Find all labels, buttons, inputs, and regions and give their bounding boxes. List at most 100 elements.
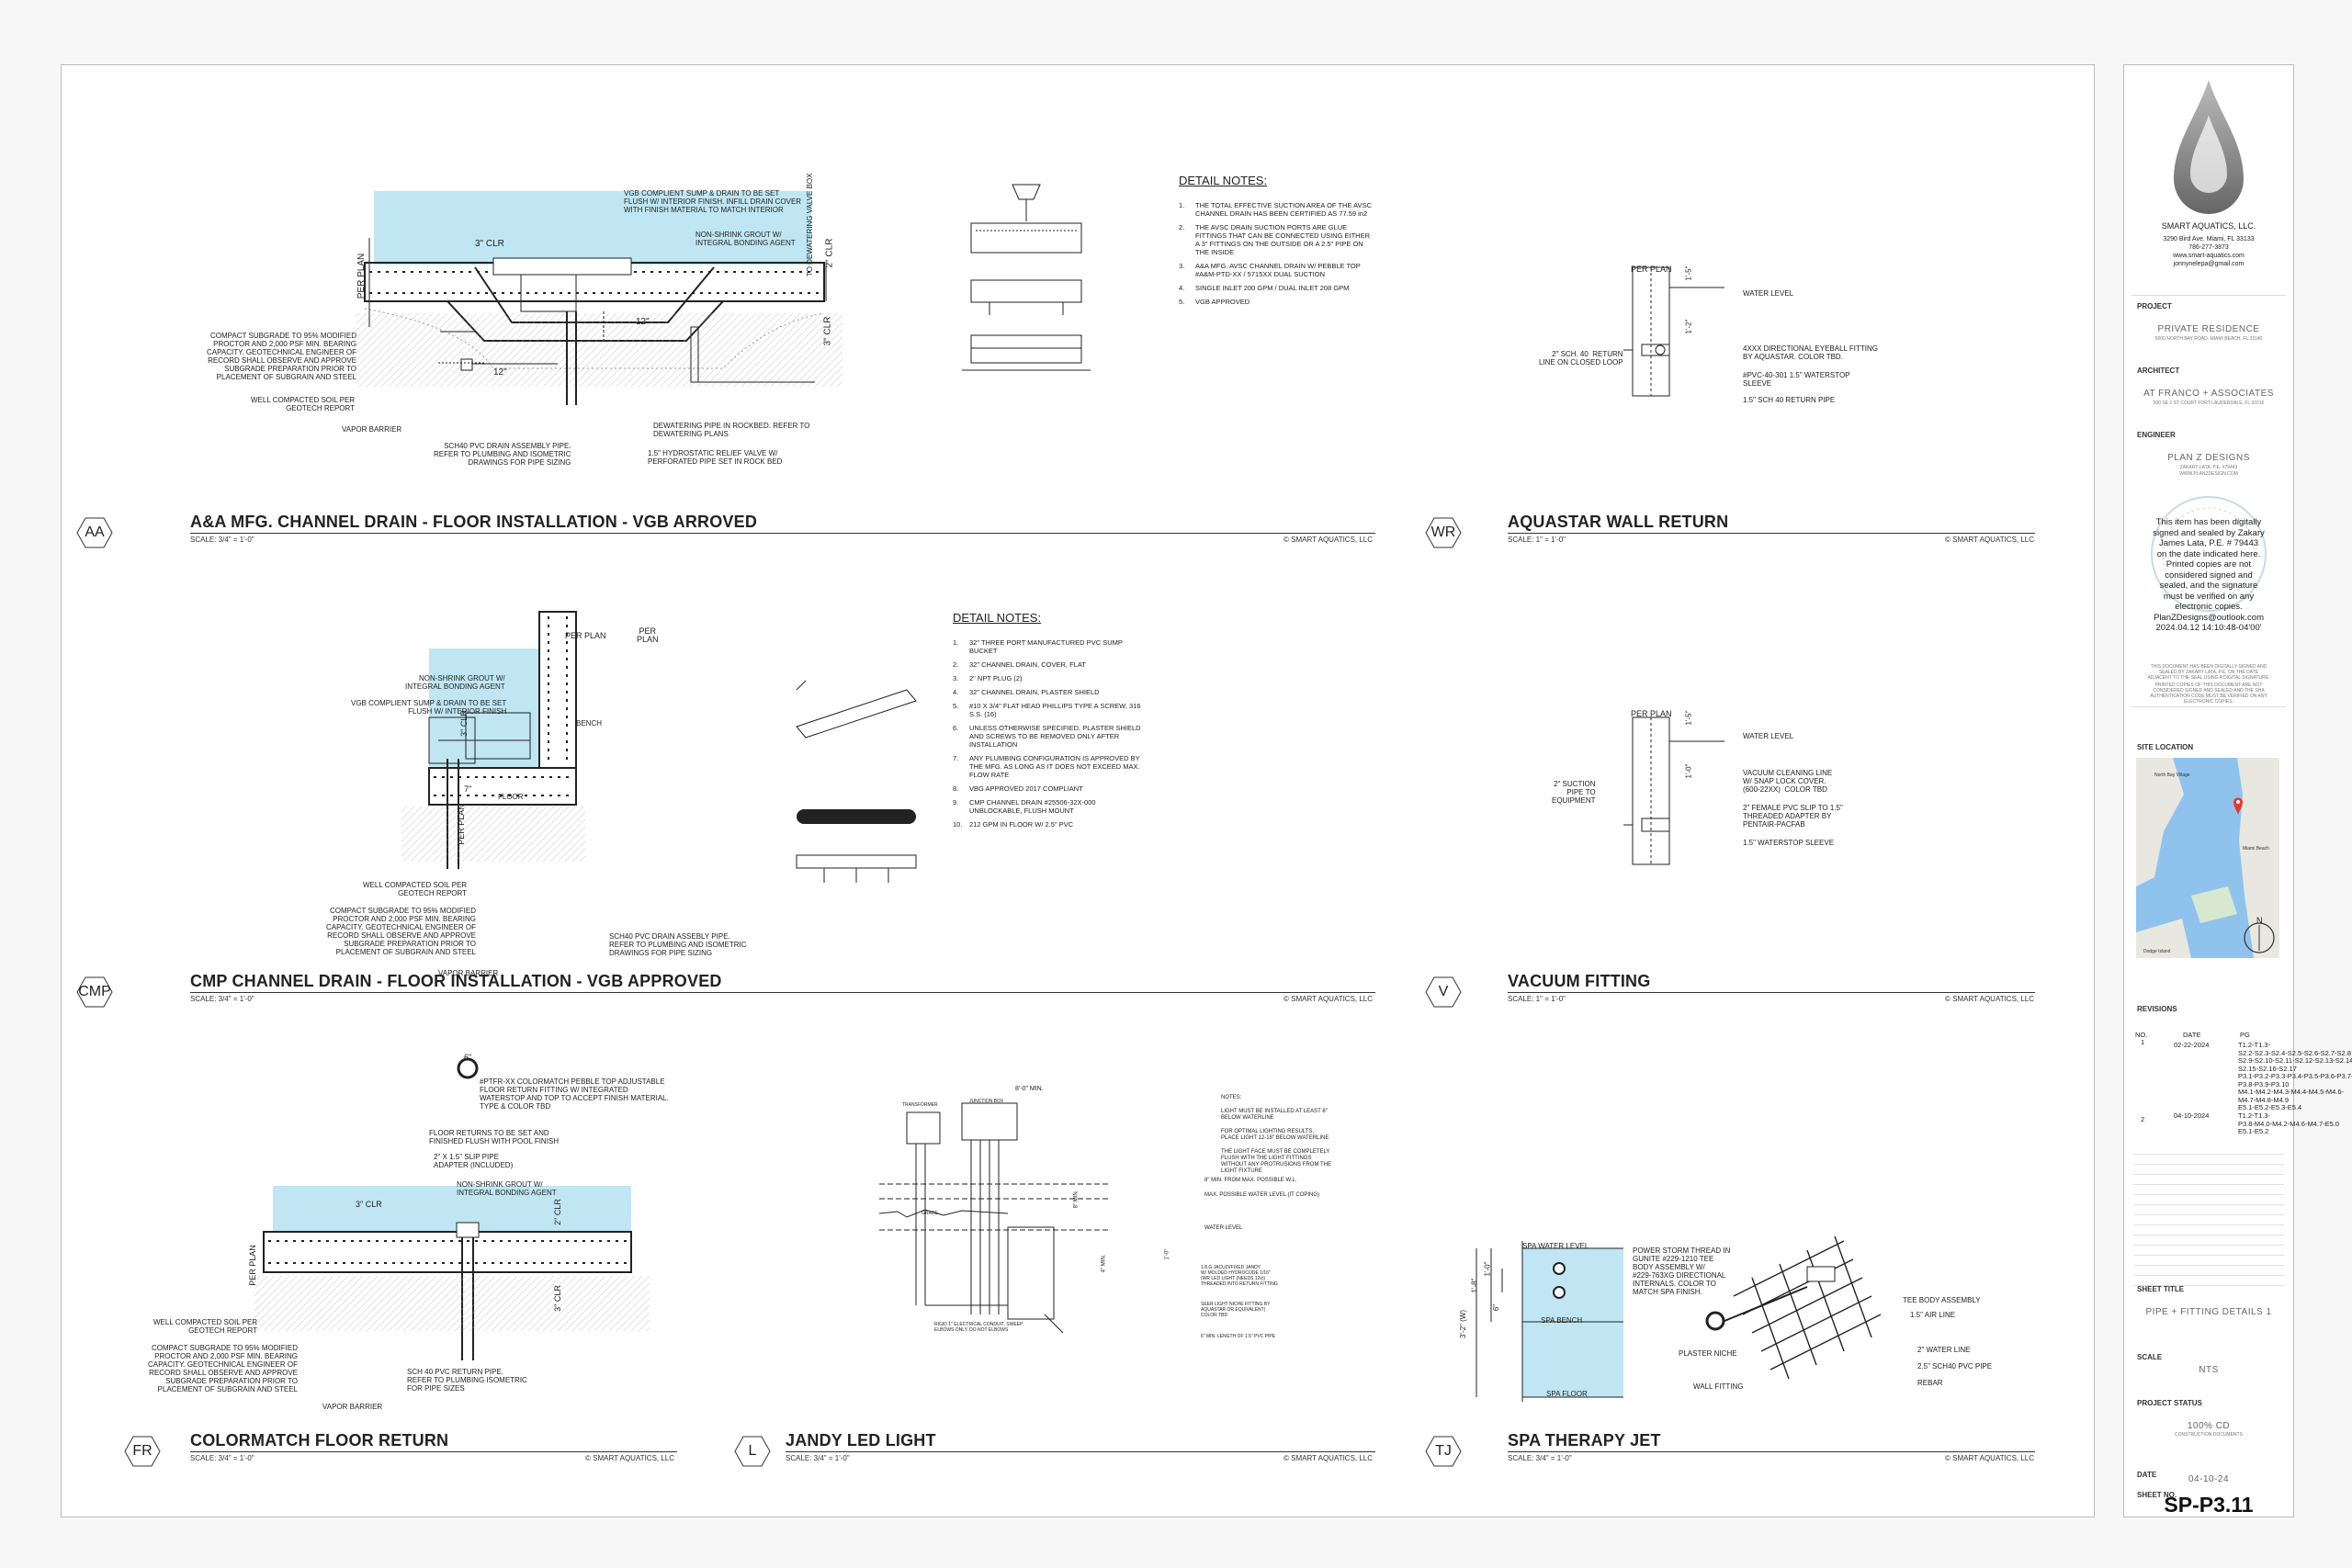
cmp-notes-heading: DETAIL NOTES:	[953, 611, 1042, 625]
note-text: ANY PLUMBING CONFIGURATION IS APPROVED B…	[969, 754, 1140, 779]
note-text: VGB APPROVED	[1195, 298, 1250, 306]
aa-scale: SCALE: 3/4" = 1'-0"	[190, 536, 254, 544]
fr-copyright: © SMART AQUATICS, LLC	[585, 1454, 675, 1462]
sheet-scale: NTS	[2199, 1365, 2219, 1375]
wr-dim2: 1'-2"	[1684, 319, 1693, 334]
note-text: CMP CHANNEL DRAIN #25506-32X-000 UNBLOCK…	[969, 798, 1096, 815]
engineer-license: ZAKARY LATA, P.E. #79443	[2179, 465, 2238, 470]
note-text: UNLESS OTHERWISE SPECIFIED, PLASTER SHIE…	[969, 724, 1141, 749]
map-label-miami-beach: Miami Beach	[2243, 846, 2269, 852]
revision-row	[2133, 1205, 2284, 1215]
rev-2-date: 04-10-2024	[2174, 1111, 2210, 1120]
sheet-title: PIPE + FITTING DETAILS 1	[2145, 1307, 2272, 1317]
aa-dim12b-label: 12"	[493, 367, 507, 378]
project-status: 100% CD	[2187, 1421, 2231, 1431]
v-detail-marker: V	[1438, 984, 1449, 999]
aa-detail-title: A&A MFG. CHANNEL DRAIN - FLOOR INSTALLAT…	[190, 513, 758, 531]
note-text: #10 X 3/4" FLAT HEAD PHILLIPS TYPE A SCR…	[969, 702, 1141, 718]
sheet-title-heading: SHEET TITLE	[2137, 1285, 2185, 1293]
l-maxwater-label: MAX. POSSIBLE WATER LEVEL (IT COPING)	[1204, 1192, 1320, 1198]
cmp-bench-label: BENCH	[576, 719, 603, 728]
v-scale: SCALE: 1" = 1'-0"	[1508, 995, 1566, 1003]
revision-row	[2133, 1266, 2284, 1276]
l-note-2: FOR OPTIMAL LIGHTING RESULTS, PLACE LIGH…	[1221, 1129, 1329, 1141]
architect-heading: ARCHITECT	[2137, 367, 2180, 375]
rev-1-no: 1	[2141, 1038, 2145, 1046]
architect-name: AT FRANCO + ASSOCIATES	[2143, 389, 2274, 399]
l-conduit-label: RIGID 1" ELECTRICAL CONDUIT. SWEEP ELBOW…	[934, 1322, 1023, 1333]
v-vacuum-label: VACUUM CLEANING LINE W/ SNAP LOCK COVER.…	[1743, 769, 1833, 794]
rev-1-date: 02-22-2024	[2174, 1041, 2210, 1049]
site-location-map[interactable]: N North Bay Village Miami Beach Dodge Is…	[2136, 758, 2279, 958]
company-info: SMART AQUATICS, LLC. 3290 Bird Ave. Miam…	[2124, 221, 2293, 268]
fr-scale: SCALE: 3/4" = 1'-0"	[190, 1454, 254, 1462]
note-number: 1.	[953, 638, 959, 647]
note-item: 5.VGB APPROVED	[1179, 298, 1372, 306]
l-pvc-label: 6" MIN. LENGTH OF 1.5" PVC PIPE	[1201, 1334, 1276, 1339]
fr-drawing	[254, 1057, 650, 1360]
cmp-notes-list: 1.32" THREE PORT MANUFACTURED PVC SUMP B…	[953, 638, 1146, 834]
note-item: 6.UNLESS OTHERWISE SPECIFIED, PLASTER SH…	[953, 724, 1146, 749]
cmp-scale: SCALE: 3/4" = 1'-0"	[190, 995, 254, 1003]
v-copyright: © SMART AQUATICS, LLC	[1945, 995, 2035, 1003]
aa-copyright: © SMART AQUATICS, LLC	[1283, 536, 1374, 544]
tb-divider	[2132, 706, 2286, 707]
revision-row	[2133, 1225, 2284, 1235]
note-item: 4.32" CHANNEL DRAIN, PLASTER SHIELD	[953, 688, 1146, 696]
note-item: 5. #10 X 3/4" FLAT HEAD PHILLIPS TYPE A S…	[953, 702, 1146, 718]
tj-dim1: 1'-8"	[1470, 1278, 1479, 1293]
fr-soil-label: WELL COMPACTED SOIL PER GEOTECH REPORT	[153, 1318, 258, 1335]
cmp-detail-marker: CMP	[78, 984, 111, 999]
cmp-subgrade-label: COMPACT SUBGRADE TO 95% MODIFIED PROCTOR…	[326, 907, 476, 956]
aa-subgrade-label: COMPACT SUBGRADE TO 95% MODIFIED PROCTOR…	[207, 332, 356, 381]
revision-row	[2133, 1276, 2284, 1286]
fr-perplan-label: PER PLAN	[247, 1245, 257, 1286]
company-email[interactable]: jonnynelepa@gmail.com	[2173, 261, 2245, 267]
cmp-title-rule	[190, 992, 1375, 993]
cmp-perplan2: PER PLAN	[637, 626, 659, 644]
fr-detail-hexagon	[124, 1436, 161, 1467]
aa-detail-marker: AA	[85, 525, 105, 540]
note-item: 2.THE AVSC DRAIN SUCTION PORTS ARE GLUE …	[1179, 223, 1372, 256]
fr-title-rule	[190, 1451, 677, 1452]
engineer-website: WWW.PLANZDESIGN.COM	[2179, 471, 2238, 477]
wr-drawing	[1623, 266, 1724, 397]
revision-row	[2133, 1215, 2284, 1225]
tj-wall-label: WALL FITTING	[1693, 1382, 1744, 1391]
wr-sleeve-label: #PVC-40-301 1.5" WATERSTOP SLEEVE	[1743, 371, 1850, 388]
v-water-label: WATER LEVEL	[1743, 732, 1794, 740]
note-number: 3.	[953, 674, 959, 682]
fr-vapor-label: VAPOR BARRIER	[322, 1403, 383, 1411]
note-item: 8.VBG APPROVED 2017 COMPLIANT	[953, 784, 1146, 793]
note-number: 7.	[953, 754, 959, 762]
v-drawing	[1623, 716, 1724, 865]
note-item: 4.SINGLE INLET 200 GPM / DUAL INLET 208 …	[1179, 284, 1372, 292]
fr-dim6: 6"	[464, 1053, 472, 1062]
wr-fitting-label: 4XXX DIRECTIONAL EYEBALL FITTING BY AQUA…	[1743, 344, 1878, 361]
revision-row	[2133, 1155, 2284, 1165]
engineer-heading: ENGINEER	[2137, 431, 2176, 439]
aa-grout-label: NON-SHRINK GROUT W/ INTEGRAL BONDING AGE…	[695, 231, 796, 247]
revision-row	[2133, 1246, 2284, 1256]
engineer-seal	[2151, 496, 2267, 612]
note-text: THE AVSC DRAIN SUCTION PORTS ARE GLUE FI…	[1195, 223, 1371, 256]
aa-clr3-label: 3" CLR	[475, 239, 504, 249]
title-block: SMART AQUATICS, LLC. 3290 Bird Ave. Miam…	[2123, 64, 2352, 1517]
wr-scale: SCALE: 1" = 1'-0"	[1508, 536, 1566, 544]
scale-heading: SCALE	[2137, 1353, 2163, 1361]
wr-copyright: © SMART AQUATICS, LLC	[1945, 536, 2035, 544]
cmp-vapor-label: VAPOR BARRIER	[438, 969, 499, 977]
fr-fitting-label: #PTFR-XX COLORMATCH PEBBLE TOP ADJUSTABL…	[480, 1077, 669, 1111]
l-detail-marker: L	[748, 1443, 757, 1459]
wr-water-label: WATER LEVEL	[1743, 289, 1794, 298]
company-web[interactable]: www.smart-aquatics.com	[2173, 253, 2245, 259]
note-number: 5.	[953, 702, 959, 710]
tj-waterline-label: 2" WATER LINE	[1917, 1346, 1971, 1354]
aa-sump-label: VGB COMPLIENT SUMP & DRAIN TO BE SET FLU…	[624, 189, 802, 214]
aa-drawing	[356, 191, 842, 405]
cmp-grout-label: NON-SHRINK GROUT W/ INTEGRAL BONDING AGE…	[405, 674, 505, 691]
cmp-detail-hexagon	[76, 976, 113, 1008]
fr-clr2-label: 2" CLR	[552, 1199, 562, 1225]
aa-notes-list: 1.THE TOTAL EFFECTIVE SUCTION AREA OF TH…	[1179, 201, 1372, 311]
cmp-drawing	[401, 611, 585, 869]
